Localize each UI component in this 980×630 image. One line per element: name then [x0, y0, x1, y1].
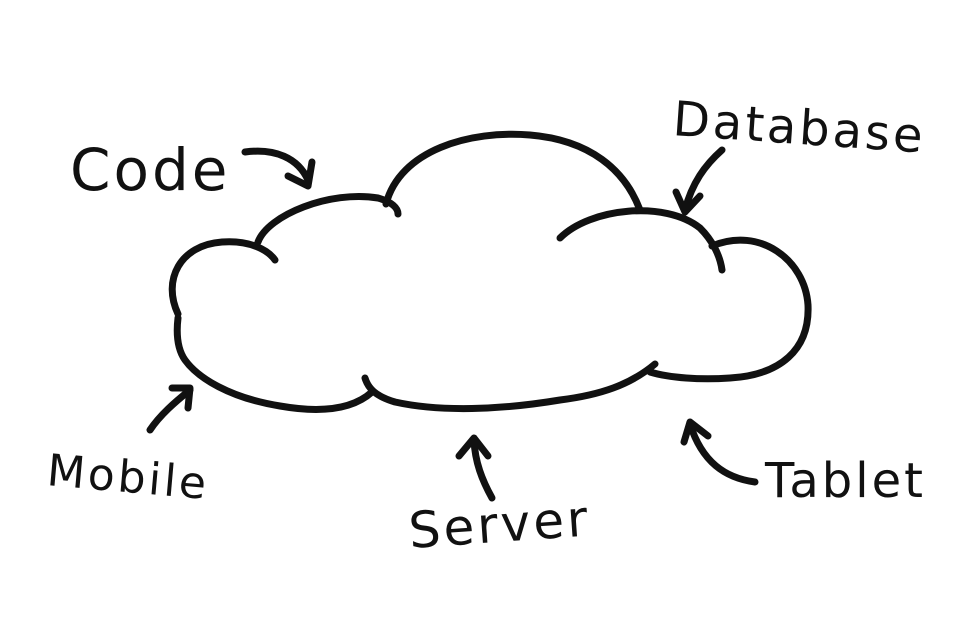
label-mobile: Mobile	[45, 445, 211, 510]
label-server: Server	[407, 489, 593, 560]
cloud-shape	[165, 130, 812, 415]
server-arrow-icon	[455, 434, 496, 502]
label-database: Database	[671, 91, 927, 165]
database-arrow-icon	[672, 146, 726, 216]
mobile-arrow-icon	[146, 384, 194, 434]
label-code: Code	[70, 136, 230, 204]
tablet-arrow-icon	[680, 418, 759, 486]
code-arrow-icon	[241, 147, 316, 190]
label-tablet: Tablet	[764, 453, 926, 509]
